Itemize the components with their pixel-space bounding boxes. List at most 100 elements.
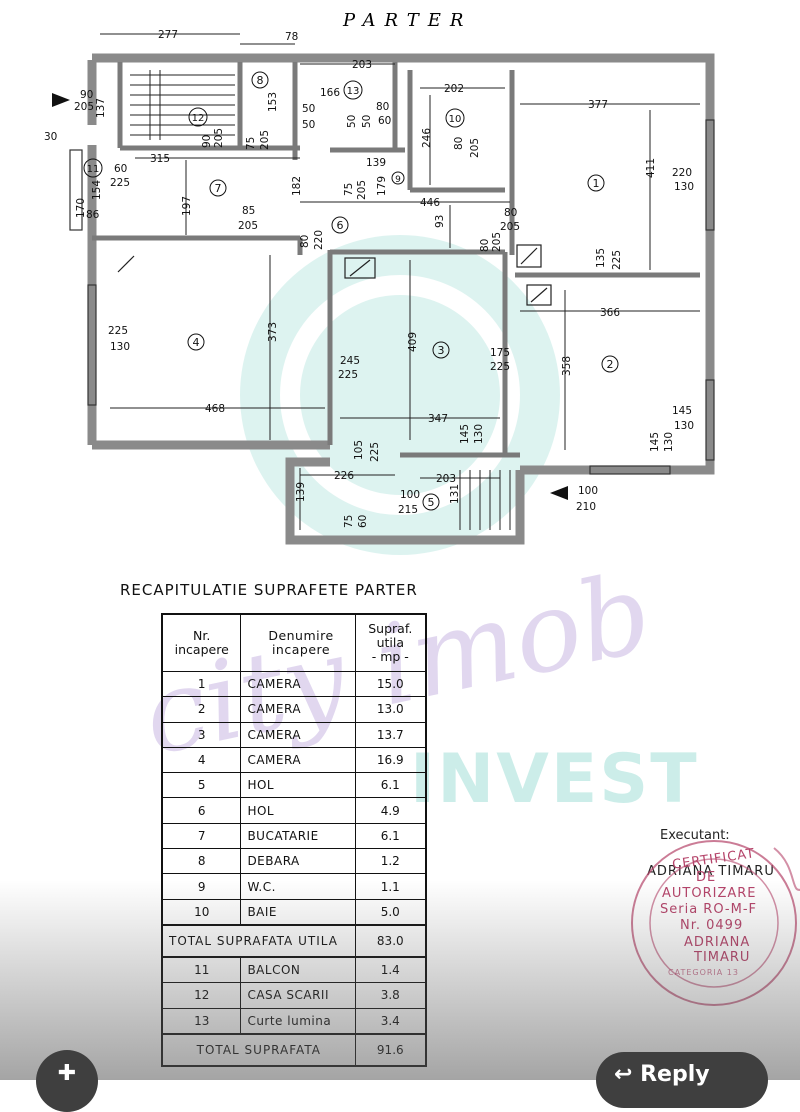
vent-icon [117, 244, 552, 306]
svg-text:154: 154 [91, 180, 103, 200]
svg-text:205: 205 [74, 101, 94, 113]
svg-text:175: 175 [490, 347, 510, 359]
stamp-text: Seria RO-M-F [660, 902, 758, 917]
svg-text:130: 130 [663, 432, 675, 452]
stamp-text: Nr. 0499 [680, 918, 744, 933]
total-util-row: TOTAL SUPRAFATA UTILA 83.0 [161, 923, 427, 958]
svg-text:220: 220 [313, 230, 325, 250]
svg-text:135: 135 [595, 248, 607, 268]
stamp-text: ADRIANA [684, 935, 751, 950]
svg-text:60: 60 [357, 515, 369, 528]
windows [69, 119, 715, 475]
svg-text:225: 225 [490, 361, 510, 373]
svg-text:203: 203 [352, 59, 372, 71]
svg-text:468: 468 [205, 403, 225, 415]
svg-text:131: 131 [449, 484, 461, 504]
svg-text:145: 145 [672, 405, 692, 417]
total-row: TOTAL SUPRAFATA 91.6 [161, 1032, 427, 1067]
room-marker-10: 10 [445, 108, 465, 128]
svg-text:85: 85 [242, 205, 255, 217]
dimension-labels: 277 78 203 166 202 377 90 205 137 153 50… [44, 29, 694, 528]
svg-text:205: 205 [238, 220, 258, 232]
svg-text:347: 347 [428, 413, 448, 425]
interior-walls [92, 62, 700, 458]
dimension-lines [100, 33, 700, 530]
room-marker-1: 1 [587, 174, 605, 192]
svg-text:377: 377 [588, 99, 608, 111]
stamp-text: TIMARU [694, 950, 751, 965]
svg-text:86: 86 [86, 209, 100, 221]
stamp-text: DE [696, 870, 717, 885]
add-comment-icon: ✚ [57, 1061, 77, 1086]
svg-text:205: 205 [500, 221, 520, 233]
svg-text:373: 373 [267, 322, 279, 342]
svg-text:225: 225 [338, 369, 358, 381]
svg-text:100: 100 [578, 485, 598, 497]
reply-arrow-icon: ↩ [614, 1062, 633, 1087]
svg-text:2: 2 [607, 358, 614, 371]
svg-text:153: 153 [267, 92, 279, 112]
header-area: Supraf.utila- mp - [354, 613, 427, 672]
room-marker-13: 13 [343, 80, 363, 100]
svg-text:409: 409 [407, 332, 419, 352]
svg-text:100: 100 [400, 489, 420, 501]
svg-text:130: 130 [473, 424, 485, 444]
svg-text:50: 50 [302, 103, 315, 115]
executant-label: Executant: [660, 828, 730, 843]
svg-text:7: 7 [215, 182, 222, 195]
room-marker-6: 6 [331, 216, 349, 234]
svg-text:1: 1 [593, 177, 600, 190]
signature-scribble [773, 847, 800, 891]
svg-text:225: 225 [110, 177, 130, 189]
svg-text:90: 90 [201, 135, 213, 148]
svg-text:139: 139 [366, 157, 386, 169]
svg-text:315: 315 [150, 153, 170, 165]
svg-text:197: 197 [181, 196, 193, 216]
svg-text:130: 130 [674, 181, 694, 193]
watermark-word: INVEST [410, 740, 699, 819]
svg-text:166: 166 [320, 87, 340, 99]
svg-text:205: 205 [213, 128, 225, 148]
svg-text:411: 411 [645, 158, 657, 178]
reply-button[interactable]: ↩ Reply [596, 1052, 768, 1108]
svg-text:277: 277 [158, 29, 178, 41]
recap-title: RECAPITULATIE SUPRAFETE PARTER [120, 581, 418, 599]
svg-text:50: 50 [302, 119, 315, 131]
svg-text:50: 50 [346, 115, 358, 128]
svg-text:225: 225 [611, 250, 623, 270]
svg-text:358: 358 [561, 356, 573, 376]
add-comment-button[interactable]: ✚ [36, 1050, 98, 1112]
exterior-walls [87, 53, 715, 545]
svg-text:145: 145 [649, 432, 661, 452]
entrance-arrow-icon [550, 486, 568, 500]
stamp-text: CATEGORIA 13 [668, 968, 739, 977]
svg-text:80: 80 [376, 101, 389, 113]
svg-text:215: 215 [398, 504, 418, 516]
svg-text:210: 210 [576, 501, 596, 513]
room-marker-5: 5 [422, 493, 440, 511]
svg-text:205: 205 [356, 180, 368, 200]
svg-text:9: 9 [395, 175, 401, 185]
reply-label: Reply [640, 1062, 710, 1087]
svg-text:10: 10 [449, 114, 462, 125]
svg-text:182: 182 [291, 176, 303, 196]
svg-text:137: 137 [95, 98, 107, 118]
stairs [130, 70, 511, 530]
svg-text:90: 90 [80, 89, 93, 101]
header-nr: Nr.incapere [161, 613, 242, 672]
svg-text:202: 202 [444, 83, 464, 95]
svg-text:75: 75 [245, 137, 257, 150]
svg-text:245: 245 [340, 355, 360, 367]
room-marker-4: 4 [187, 333, 205, 351]
svg-text:75: 75 [343, 183, 355, 196]
